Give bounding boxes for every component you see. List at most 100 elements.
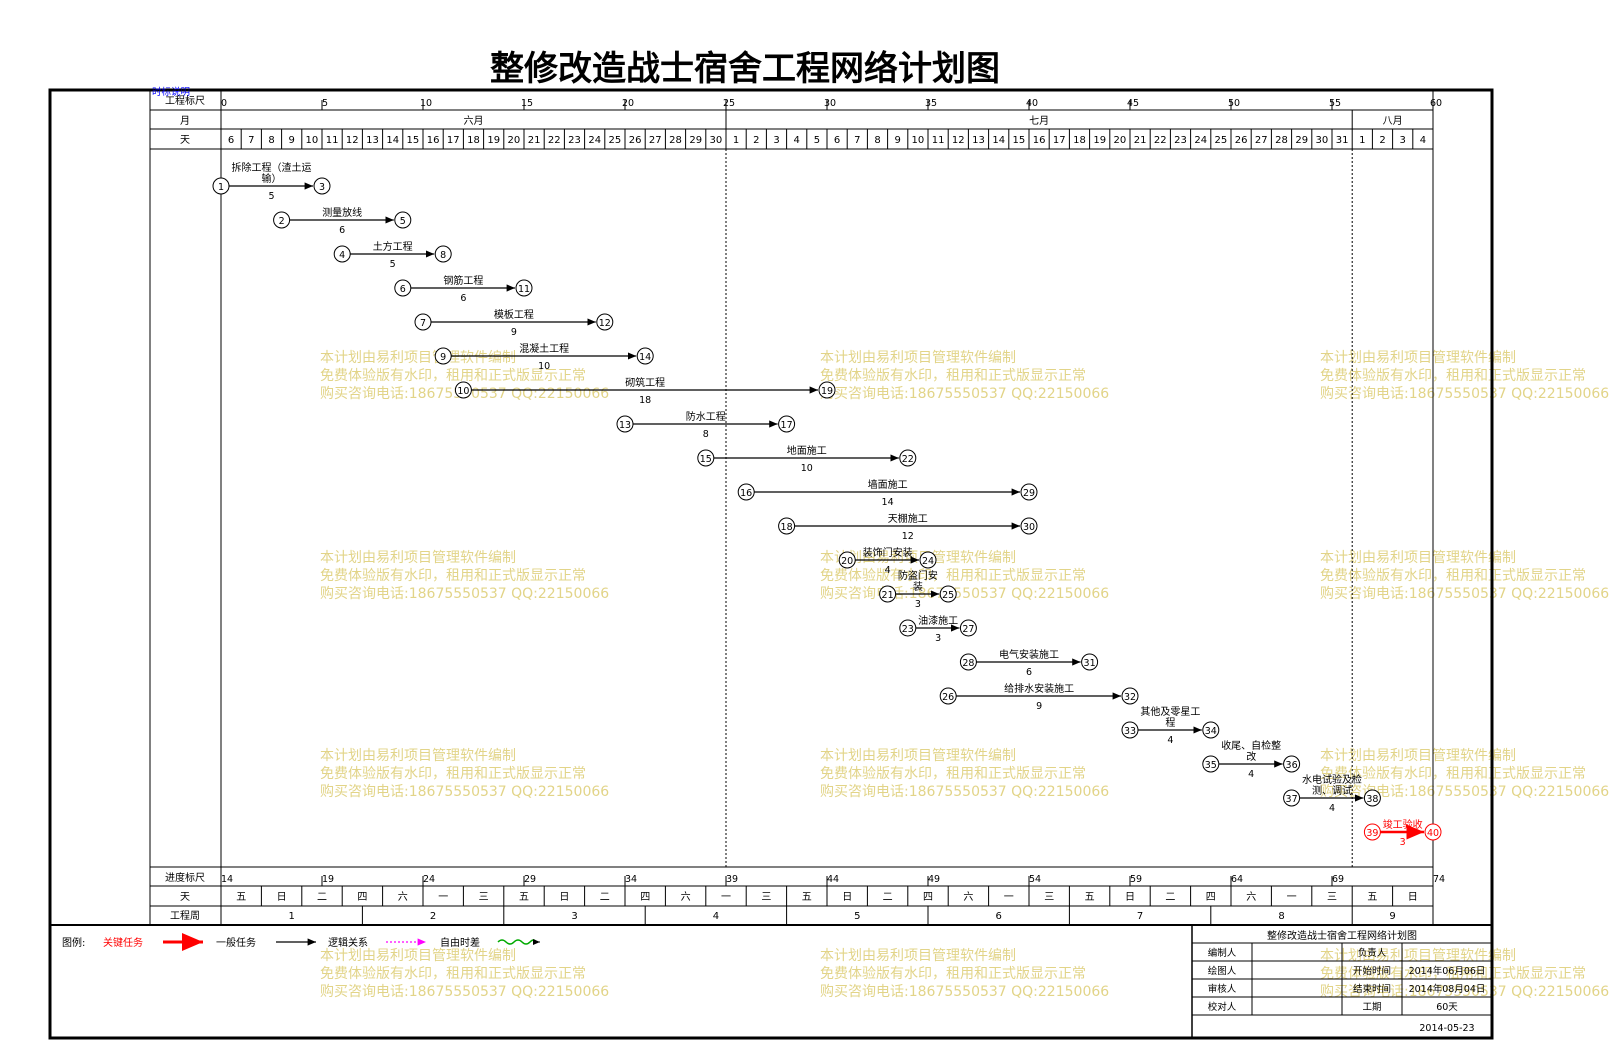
watermark-text: 购买咨询电话:18675550537 QQ:22150066 (320, 784, 609, 800)
task-name: 收尾、自检整改 (1221, 739, 1281, 763)
info-table (1191, 924, 1493, 1039)
month-name: 七月 (1029, 115, 1049, 127)
watermark-text: 本计划由易利项目管理软件编制 (320, 748, 516, 764)
task-name-line: 程 (1165, 717, 1175, 729)
progress-tick-label: 34 (625, 874, 637, 885)
day-number: 17 (1053, 135, 1066, 146)
task-name: 装饰门安装 (863, 546, 913, 559)
event-node (1020, 517, 1038, 535)
scale-tick-label: 20 (622, 98, 634, 109)
weekday-name: 五 (1367, 892, 1377, 903)
event-node (273, 211, 291, 229)
task-duration: 3 (935, 633, 941, 644)
progress-tick-label: 39 (726, 874, 738, 885)
task-duration: 12 (902, 531, 914, 542)
day-number: 15 (1013, 135, 1026, 146)
day-number: 28 (1275, 135, 1288, 146)
watermark-text: 免费体验版有水印，租用和正式版显示正常 (320, 568, 586, 584)
event-node (616, 415, 634, 433)
task-name-line: 竣工验收 (1383, 818, 1423, 831)
event-node (1202, 721, 1220, 739)
event-node (636, 347, 654, 365)
event-node (1121, 687, 1139, 705)
scale-tick-label: 55 (1329, 98, 1341, 109)
watermark-text: 免费体验版有水印，租用和正式版显示正常 (1320, 368, 1586, 384)
node-number: 9 (440, 352, 446, 363)
week-label: 工程周 (170, 910, 200, 922)
day-number: 16 (1033, 135, 1046, 146)
event-node (1202, 755, 1220, 773)
info-key: 审核人 (1208, 983, 1237, 995)
node-number: 26 (942, 692, 954, 703)
node-number: 38 (1366, 794, 1378, 805)
task-name-line: 改 (1246, 750, 1256, 763)
task-duration: 9 (511, 327, 517, 338)
day-number: 6 (228, 135, 234, 146)
info-table-title: 整修改造战士宿舍工程网络计划图 (1267, 929, 1417, 942)
node-number: 5 (400, 216, 406, 227)
scale-tick-label: 15 (521, 98, 533, 109)
info-key: 负责人 (1358, 947, 1387, 959)
weekday-name: 日 (559, 892, 569, 903)
task-duration: 5 (390, 259, 396, 270)
legend-label: 图例: (62, 936, 85, 949)
watermark-text: 购买咨询电话:18675550537 QQ:22150066 (1320, 586, 1609, 602)
watermark-text: 购买咨询电话:18675550537 QQ:22150066 (820, 386, 1109, 402)
task-name-line: 收尾、自检整 (1221, 739, 1281, 752)
weekday-name: 日 (1125, 892, 1135, 903)
day-number: 6 (834, 135, 840, 146)
day-number: 11 (326, 135, 339, 146)
watermark-text: 购买咨询电话:18675550537 QQ:22150066 (1320, 784, 1609, 800)
watermark-text: 购买咨询电话:18675550537 QQ:22150066 (820, 784, 1109, 800)
info-key: 绘图人 (1208, 965, 1237, 977)
watermark-text: 本计划由易利项目管理软件编制 (1320, 948, 1516, 964)
task-name-line: 给排水安装施工 (1004, 682, 1074, 695)
watermark-text: 本计划由易利项目管理软件编制 (1320, 748, 1516, 764)
event-node (596, 313, 614, 331)
task-name-line: 钢筋工程 (443, 274, 483, 287)
weekday-name: 三 (1327, 892, 1337, 903)
node-number: 4 (339, 250, 345, 261)
node-number: 34 (1205, 726, 1217, 737)
day-number: 15 (407, 135, 420, 146)
legend-float-label: 自由时差 (440, 936, 480, 949)
day-number: 10 (912, 135, 925, 146)
watermark-text: 免费体验版有水印，租用和正式版显示正常 (820, 966, 1086, 982)
progress-tick-label: 14 (221, 874, 233, 885)
task-name: 钢筋工程 (443, 274, 483, 287)
day-number: 7 (854, 135, 860, 146)
day-number: 2 (1379, 135, 1385, 146)
node-number: 18 (781, 522, 793, 533)
event-node (515, 279, 533, 297)
legend-critical-label: 关键任务 (103, 936, 143, 949)
day-number: 7 (248, 135, 254, 146)
watermark-text: 本计划由易利项目管理软件编制 (320, 550, 516, 566)
weekday-name: 一 (721, 892, 731, 903)
task-duration: 8 (703, 429, 709, 440)
task-name: 土方工程 (373, 240, 413, 253)
watermark-text: 购买咨询电话:18675550537 QQ:22150066 (320, 586, 609, 602)
event-node (959, 653, 977, 671)
weekday-name: 一 (1004, 892, 1014, 903)
day-number: 12 (952, 135, 965, 146)
scale-tick-label: 45 (1127, 98, 1139, 109)
week-number: 3 (571, 911, 577, 922)
task-duration: 3 (1400, 837, 1406, 848)
scale-tick-label: 60 (1430, 98, 1442, 109)
event-node (434, 347, 452, 365)
task-name-line: 输） (262, 172, 282, 185)
weekday-name: 六 (1246, 891, 1256, 903)
task-duration: 9 (1036, 701, 1042, 712)
watermark-text: 本计划由易利项目管理软件编制 (1320, 550, 1516, 566)
node-number: 17 (781, 420, 793, 431)
info-value: 2014年08月04日 (1409, 983, 1486, 995)
day-number: 5 (814, 135, 820, 146)
day-number: 17 (447, 135, 460, 146)
